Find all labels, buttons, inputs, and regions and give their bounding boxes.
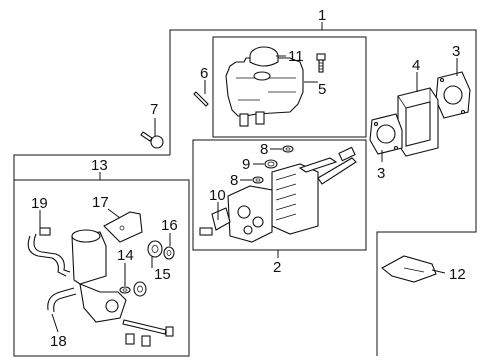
brake-booster-unit bbox=[199, 146, 357, 243]
callout-16: 16 bbox=[161, 217, 178, 234]
callout-8-lower: 8 bbox=[230, 172, 238, 189]
bracket-17 bbox=[103, 211, 143, 243]
callout-1: 1 bbox=[318, 7, 326, 24]
seal-9 bbox=[264, 159, 278, 169]
reservoir-cap bbox=[249, 46, 279, 67]
pin bbox=[193, 91, 209, 107]
assembly-5-reservoir-box bbox=[212, 36, 367, 138]
callout-15: 15 bbox=[154, 266, 171, 283]
callout-10: 10 bbox=[209, 187, 226, 204]
callout-8-upper: 8 bbox=[260, 141, 268, 158]
callout-9: 9 bbox=[242, 156, 250, 173]
gasket-upper bbox=[435, 71, 471, 119]
callout-14: 14 bbox=[117, 247, 134, 264]
bolt-7 bbox=[140, 131, 164, 149]
reservoir-bolt bbox=[316, 53, 326, 73]
spacer-bracket bbox=[397, 87, 439, 157]
callout-7: 7 bbox=[150, 101, 158, 118]
callout-17: 17 bbox=[92, 194, 109, 211]
assembly-13-outline-top bbox=[13, 154, 170, 180]
pump-bolts bbox=[122, 319, 174, 347]
washer-8-upper bbox=[282, 145, 294, 153]
callout-12: 12 bbox=[449, 266, 466, 283]
clip bbox=[381, 255, 437, 283]
callout-11: 11 bbox=[288, 48, 304, 65]
washer-14 bbox=[119, 286, 131, 294]
pump-motor bbox=[71, 229, 127, 323]
callout-13: 13 bbox=[91, 157, 108, 174]
assembly-13-pump-box bbox=[13, 179, 190, 357]
callout-3-lower: 3 bbox=[377, 165, 385, 182]
assembly-2-booster-box bbox=[192, 139, 367, 251]
washer-8-lower bbox=[252, 176, 264, 184]
grommet-16 bbox=[163, 246, 175, 260]
hose-18 bbox=[47, 287, 77, 313]
leader-lines bbox=[39, 22, 458, 333]
callout-19: 19 bbox=[31, 195, 48, 212]
callout-6: 6 bbox=[200, 65, 208, 82]
callout-3-upper: 3 bbox=[452, 43, 460, 60]
brake-fluid-reservoir bbox=[225, 57, 304, 127]
callout-5: 5 bbox=[318, 81, 326, 98]
callout-2: 2 bbox=[273, 259, 281, 276]
assembly-1-outline bbox=[169, 29, 477, 356]
hose-19 bbox=[27, 227, 71, 277]
grommet-15 bbox=[133, 240, 163, 297]
callout-4: 4 bbox=[412, 57, 420, 74]
gasket-lower bbox=[369, 113, 403, 155]
callout-18: 18 bbox=[50, 333, 67, 350]
